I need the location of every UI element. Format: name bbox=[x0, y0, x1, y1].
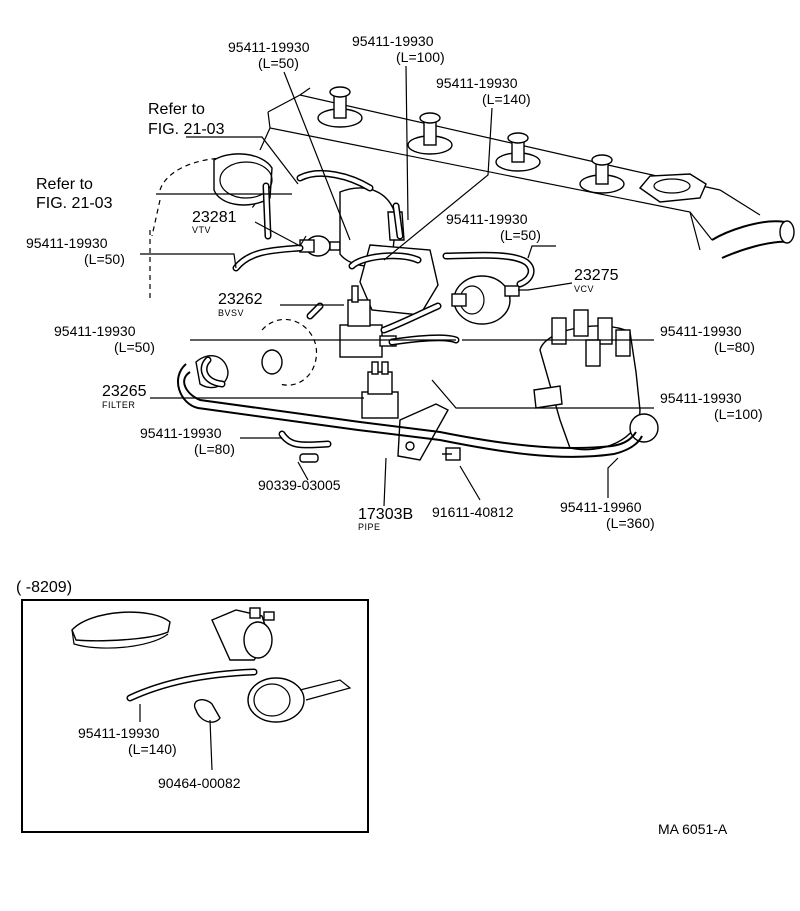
label-hose-l50-top-len: (L=50) bbox=[258, 55, 299, 71]
labels: 95411-19930 (L=50) 95411-19930 (L=100) 9… bbox=[26, 33, 763, 532]
oil-filler-cap bbox=[638, 173, 707, 203]
label-vtv-name: VTV bbox=[192, 225, 211, 235]
label-refer1-line2: FIG. 21-03 bbox=[148, 121, 225, 138]
mounting-bracket bbox=[397, 403, 449, 461]
air-pump-outline bbox=[195, 318, 318, 389]
vcv-valve bbox=[451, 275, 520, 325]
plug-cap-2 bbox=[407, 112, 453, 155]
label-hose-l80-left-part: 95411-19930 bbox=[140, 425, 222, 441]
label-hose-l100-top-len: (L=100) bbox=[396, 49, 445, 65]
label-hose-l50-left-len: (L=50) bbox=[84, 251, 125, 267]
vacuum-hoses bbox=[200, 169, 535, 449]
label-hose-l50-top-part: 95411-19930 bbox=[228, 39, 310, 55]
label-hose-l140-top-len: (L=140) bbox=[482, 91, 531, 107]
inset-hose-part: 95411-19930 bbox=[78, 725, 160, 741]
label-hose-l140-top-part: 95411-19930 bbox=[436, 75, 518, 91]
label-bvsv-name: BVSV bbox=[218, 308, 244, 318]
plug-cap-1 bbox=[317, 86, 363, 128]
label-filter-name: FILTER bbox=[102, 400, 135, 410]
label-hose-l80-right-part: 95411-19930 bbox=[660, 323, 742, 339]
pipe-17303b bbox=[177, 363, 643, 458]
label-hose-l100-top-part: 95411-19930 bbox=[352, 33, 434, 49]
label-hose-l50-right-len: (L=50) bbox=[500, 227, 541, 243]
leader-lines bbox=[140, 65, 654, 507]
label-hose-l50-right-part: 95411-19930 bbox=[446, 211, 528, 227]
plug bbox=[299, 453, 319, 463]
label-hose-l80-right-len: (L=80) bbox=[714, 339, 755, 355]
label-vcv-name: VCV bbox=[574, 284, 594, 294]
inset-clip-part: 90464-00082 bbox=[158, 775, 241, 791]
label-hose-l50-left-part: 95411-19930 bbox=[26, 235, 108, 251]
inset-title: ( -8209) bbox=[16, 579, 72, 596]
vtv-valve bbox=[299, 235, 341, 257]
label-hose-l360-part: 95411-19960 bbox=[560, 499, 642, 515]
label-hose-l50-mid-len: (L=50) bbox=[114, 339, 155, 355]
label-hose-l80-left-len: (L=80) bbox=[194, 441, 235, 457]
air-cleaner-outline bbox=[149, 153, 273, 300]
label-refer2-line2: FIG. 21-03 bbox=[36, 195, 113, 212]
filter-assembly bbox=[361, 361, 399, 419]
label-plug-part: 90339-03005 bbox=[258, 477, 341, 493]
label-refer1-line1: Refer to bbox=[148, 101, 205, 118]
distributor bbox=[533, 309, 659, 451]
engine-head-cover bbox=[259, 86, 795, 259]
inset-hose-len: (L=140) bbox=[128, 741, 177, 757]
bvsv-valve bbox=[339, 285, 397, 358]
label-hose-l50-mid-part: 95411-19930 bbox=[54, 323, 136, 339]
label-pipe-name: PIPE bbox=[358, 522, 381, 532]
plug-cap-3 bbox=[495, 132, 541, 172]
inset-frame bbox=[21, 599, 369, 833]
label-hose-l100-right-part: 95411-19930 bbox=[660, 390, 742, 406]
figure-code: MA 6051-A bbox=[658, 821, 728, 837]
label-bolt-part: 91611-40812 bbox=[432, 504, 514, 520]
label-filter-part: 23265 bbox=[102, 383, 147, 400]
inset-detail: ( -8209) 95411-19930 (L=140) 90464-00082 bbox=[16, 579, 369, 833]
label-refer2-line1: Refer to bbox=[36, 176, 93, 193]
label-vcv-part: 23275 bbox=[574, 267, 619, 284]
plug-cap-4 bbox=[579, 154, 625, 194]
label-pipe-part: 17303B bbox=[358, 506, 413, 523]
label-bvsv-part: 23262 bbox=[218, 291, 263, 308]
label-hose-l360-len: (L=360) bbox=[606, 515, 655, 531]
bolt bbox=[442, 447, 461, 461]
label-hose-l100-right-len: (L=100) bbox=[714, 406, 763, 422]
label-vtv-part: 23281 bbox=[192, 209, 237, 226]
